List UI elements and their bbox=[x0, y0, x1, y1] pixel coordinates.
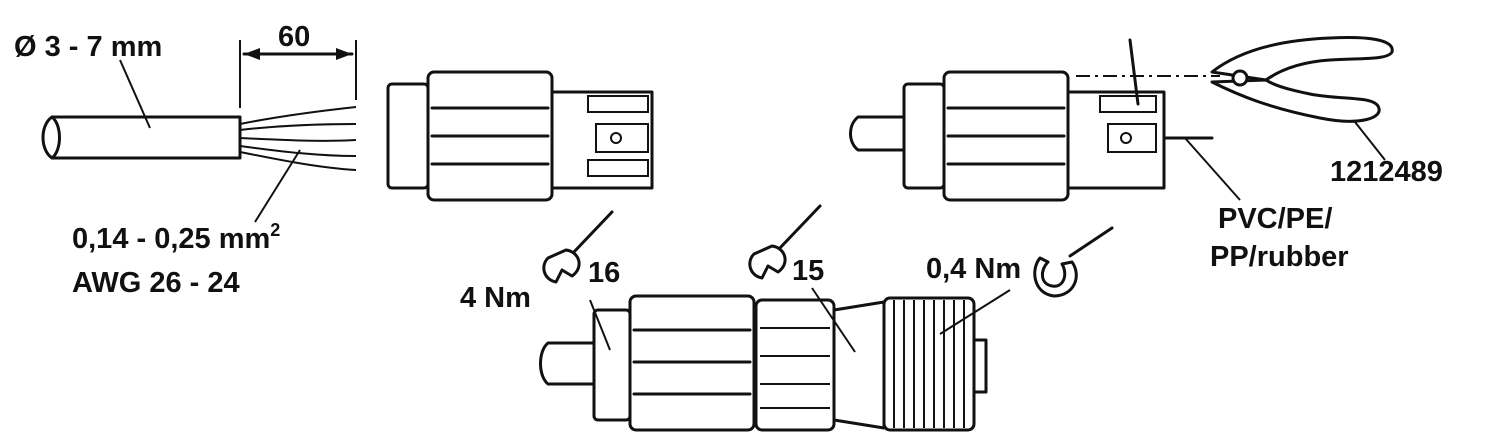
final-assembly-illustration bbox=[539, 204, 1114, 432]
connector-parts-illustration bbox=[386, 70, 654, 202]
cable-material-label-line1: PVC/PE/ bbox=[1218, 203, 1332, 235]
trimming-illustration bbox=[849, 36, 1394, 202]
wire-cross-section-label: 0,14 - 0,25 mm2 bbox=[72, 220, 280, 255]
wrench-size-label-1: 16 bbox=[588, 257, 620, 289]
strip-length-label: 60 bbox=[278, 21, 310, 53]
stripped-cable-illustration bbox=[41, 40, 357, 223]
torque-label-3: 0,4 Nm bbox=[926, 253, 1021, 285]
tool-part-number-label: 1212489 bbox=[1330, 156, 1443, 188]
torque-label-1: 4 Nm bbox=[460, 282, 531, 314]
cable-diameter-label: Ø 3 - 7 mm bbox=[14, 31, 162, 63]
awg-range-label: AWG 26 - 24 bbox=[72, 267, 240, 299]
cable-material-label-line2: PP/rubber bbox=[1210, 241, 1349, 273]
wrench-size-label-2: 15 bbox=[792, 255, 824, 287]
